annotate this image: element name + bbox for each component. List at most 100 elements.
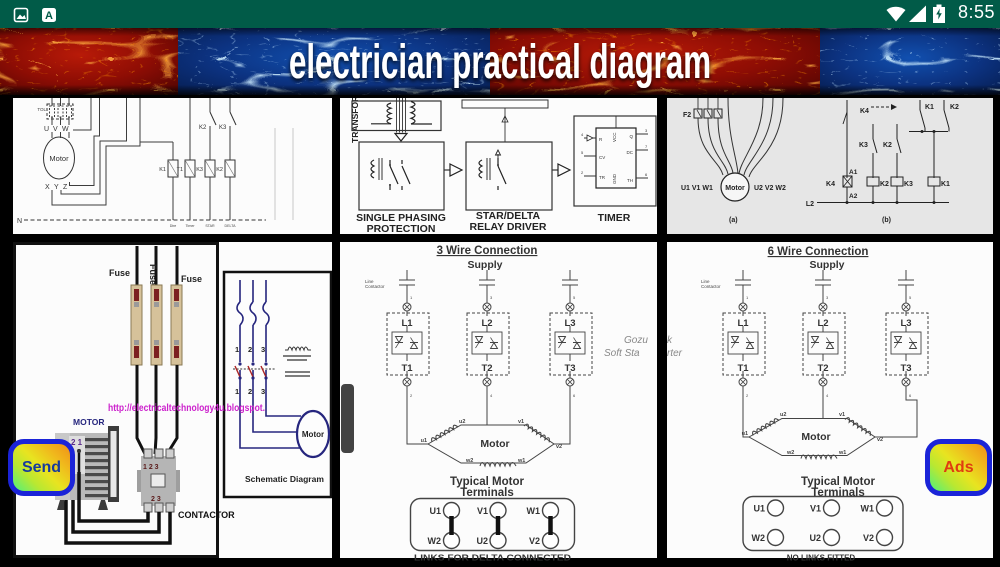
svg-text:K4: K4 — [826, 181, 835, 188]
svg-text:W1: W1 — [861, 504, 875, 514]
svg-text:K2: K2 — [216, 167, 223, 173]
svg-text:7: 7 — [645, 144, 648, 149]
svg-text:1: 1 — [235, 345, 239, 354]
svg-text:4: 4 — [581, 132, 584, 137]
svg-text:V1: V1 — [810, 504, 821, 514]
svg-text:K4: K4 — [860, 108, 869, 115]
svg-text:Motor: Motor — [480, 438, 509, 450]
svg-text:U1: U1 — [753, 504, 765, 514]
svg-text:TIMER: TIMER — [598, 212, 631, 224]
svg-text:Z: Z — [63, 184, 68, 191]
svg-text:K2: K2 — [883, 142, 892, 149]
svg-text:VCC: VCC — [612, 132, 617, 142]
svg-text:Terminals: Terminals — [460, 487, 513, 499]
svg-text:w1: w1 — [838, 450, 846, 456]
svg-text:Typical Motor: Typical Motor — [450, 476, 524, 488]
svg-text:Motor: Motor — [801, 431, 830, 443]
svg-text:L3: L3 — [900, 318, 911, 329]
svg-text:L1: L1 — [401, 318, 413, 329]
svg-text:Supply: Supply — [809, 259, 844, 271]
svg-text:6 Wire Connection: 6 Wire Connection — [768, 246, 869, 258]
svg-text:Line: Line — [365, 279, 374, 284]
svg-text:T1: T1 — [737, 363, 749, 374]
svg-text:T1: T1 — [401, 363, 413, 374]
svg-text:Line: Line — [701, 279, 710, 284]
svg-text:Supply: Supply — [467, 259, 502, 271]
svg-text:V2: V2 — [529, 536, 540, 546]
svg-text:A2: A2 — [849, 193, 858, 200]
svg-text:L2: L2 — [817, 318, 828, 329]
svg-text:W: W — [62, 126, 69, 133]
svg-text:2: 2 — [410, 393, 413, 398]
svg-text:3: 3 — [261, 387, 265, 396]
svg-text:NO LINKS FITTED: NO LINKS FITTED — [787, 554, 856, 563]
svg-text:K1: K1 — [925, 104, 934, 111]
svg-text:K3: K3 — [904, 181, 913, 188]
svg-text:T2: T2 — [817, 363, 828, 374]
svg-text:U2 V2 W2: U2 V2 W2 — [754, 185, 786, 192]
svg-text:Gozu: Gozu — [624, 335, 648, 346]
svg-text:L1: L1 — [737, 318, 749, 329]
svg-text:v2: v2 — [877, 437, 883, 443]
svg-text:U1: U1 — [429, 506, 441, 516]
svg-text:5: 5 — [909, 295, 912, 300]
svg-text:TRANSFOR: TRANSFOR — [350, 98, 360, 143]
svg-text:2 1: 2 1 — [71, 438, 83, 447]
svg-text:u1: u1 — [421, 438, 427, 444]
svg-text:K3: K3 — [219, 125, 227, 131]
svg-text:4: 4 — [490, 393, 493, 398]
svg-text:4: 4 — [826, 393, 829, 398]
svg-text:RELAY DRIVER: RELAY DRIVER — [469, 221, 546, 233]
svg-text:Y: Y — [54, 184, 59, 191]
svg-text:STAR: STAR — [205, 224, 215, 228]
svg-text:U: U — [44, 126, 49, 133]
svg-text:W1: W1 — [527, 506, 541, 516]
svg-text:L3: L3 — [564, 318, 575, 329]
svg-text:(b): (b) — [882, 217, 891, 224]
svg-text:Typical Motor: Typical Motor — [801, 476, 875, 488]
svg-text:Contactor: Contactor — [701, 284, 721, 289]
svg-text:1: 1 — [410, 295, 413, 300]
svg-text:W2: W2 — [752, 533, 766, 543]
svg-text:u2: u2 — [780, 412, 786, 418]
svg-text:3: 3 — [490, 295, 493, 300]
svg-text:1 2 3: 1 2 3 — [143, 464, 159, 471]
svg-text:6: 6 — [909, 393, 912, 398]
svg-text:5: 5 — [573, 295, 576, 300]
svg-text:Timer: Timer — [185, 224, 195, 228]
svg-text:L2: L2 — [481, 318, 492, 329]
svg-text:6: 6 — [645, 172, 648, 177]
svg-text:Motor: Motor — [49, 154, 69, 163]
svg-text:CONTACTOR: CONTACTOR — [178, 510, 235, 520]
svg-text:U2: U2 — [809, 533, 821, 543]
svg-text:T3: T3 — [900, 363, 911, 374]
svg-text:MOTOR: MOTOR — [73, 417, 104, 427]
svg-text:2 3: 2 3 — [151, 496, 161, 503]
svg-text:U1 V1 W1: U1 V1 W1 — [681, 185, 713, 192]
svg-text:6: 6 — [573, 393, 576, 398]
svg-text:(a): (a) — [729, 217, 738, 224]
svg-text:X: X — [45, 184, 50, 191]
svg-text:Fuse: Fuse — [148, 264, 158, 285]
svg-text:Dire: Dire — [170, 224, 177, 228]
svg-text:T3: T3 — [564, 363, 575, 374]
svg-text:GND: GND — [612, 173, 617, 184]
svg-text:DC: DC — [627, 150, 634, 155]
svg-text:u2: u2 — [459, 419, 465, 425]
svg-text:V: V — [53, 126, 58, 133]
svg-text:L2: L2 — [806, 201, 814, 208]
svg-text:rter: rter — [667, 348, 683, 359]
svg-text:PROTECTION: PROTECTION — [367, 223, 436, 234]
svg-text:w2: w2 — [465, 458, 473, 464]
svg-text:k: k — [667, 335, 673, 346]
svg-text:R: R — [599, 137, 603, 142]
svg-text:K3: K3 — [196, 167, 203, 173]
svg-text:v1: v1 — [518, 419, 524, 425]
svg-text:2: 2 — [581, 170, 584, 175]
svg-text:W2: W2 — [428, 536, 442, 546]
svg-text:Contactor: Contactor — [365, 284, 385, 289]
svg-text:V1: V1 — [477, 506, 488, 516]
svg-text:Soft Sta: Soft Sta — [604, 348, 640, 359]
svg-text:STAR/DELTA: STAR/DELTA — [476, 210, 541, 222]
svg-text:Fuse: Fuse — [109, 268, 130, 278]
